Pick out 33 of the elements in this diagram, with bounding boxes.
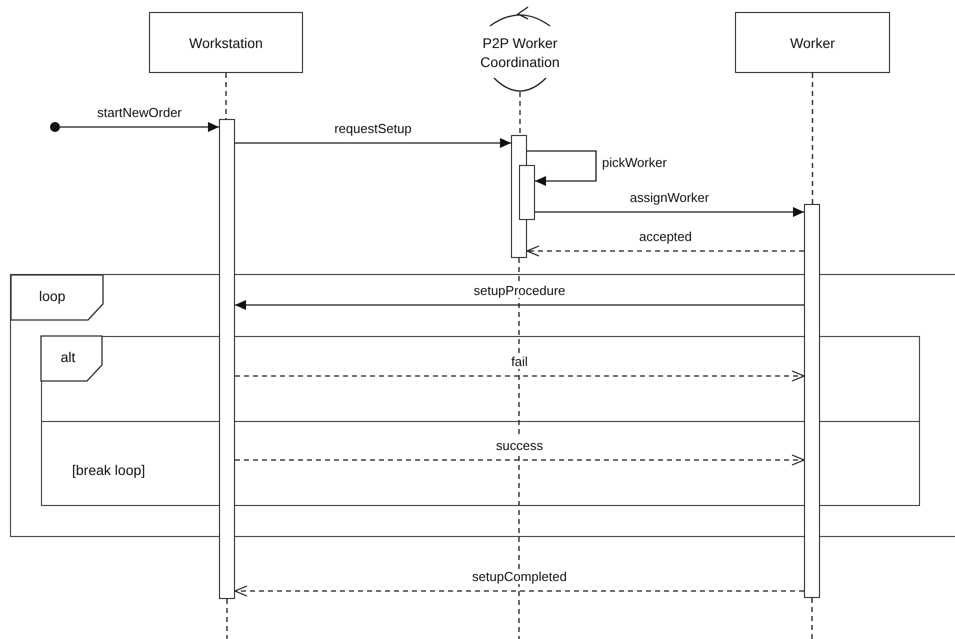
- message-arrow: [535, 207, 804, 217]
- message-arrow: [235, 138, 511, 148]
- activation-bar: [804, 204, 820, 598]
- activation-bar: [219, 119, 235, 599]
- start-dot: [50, 122, 60, 132]
- frame-operator: loop: [39, 288, 66, 304]
- frame-operator: alt: [60, 348, 76, 365]
- lifeline: [811, 598, 813, 639]
- participant-box: Worker: [735, 12, 890, 73]
- guard-condition: [break loop]: [72, 462, 146, 478]
- message-arrow: [527, 150, 597, 186]
- lifeline: [226, 599, 228, 639]
- lifeline: [519, 92, 521, 135]
- lifeline: [518, 258, 520, 639]
- edge-label: success: [494, 438, 545, 453]
- edge-label: accepted: [637, 229, 694, 244]
- return-message-arrow: [526, 245, 804, 257]
- edge-label: requestSetup: [332, 121, 414, 136]
- lifeline: [812, 73, 814, 204]
- edge-label: pickWorker: [600, 155, 669, 170]
- return-message-arrow: [234, 585, 804, 597]
- edge-label: fail: [509, 354, 530, 369]
- lifeline: [225, 73, 227, 119]
- edge-label: setupProcedure: [472, 283, 568, 298]
- edge-label: startNewOrder: [95, 105, 184, 120]
- activation-bar: [519, 165, 535, 220]
- return-message-arrow: [235, 370, 805, 382]
- edge-label: assignWorker: [628, 190, 712, 205]
- return-message-arrow: [235, 454, 805, 466]
- edge-label: setupCompleted: [470, 569, 569, 584]
- participant-box: Workstation: [149, 12, 303, 73]
- message-arrow: [235, 300, 804, 310]
- message-arrow: [60, 122, 219, 132]
